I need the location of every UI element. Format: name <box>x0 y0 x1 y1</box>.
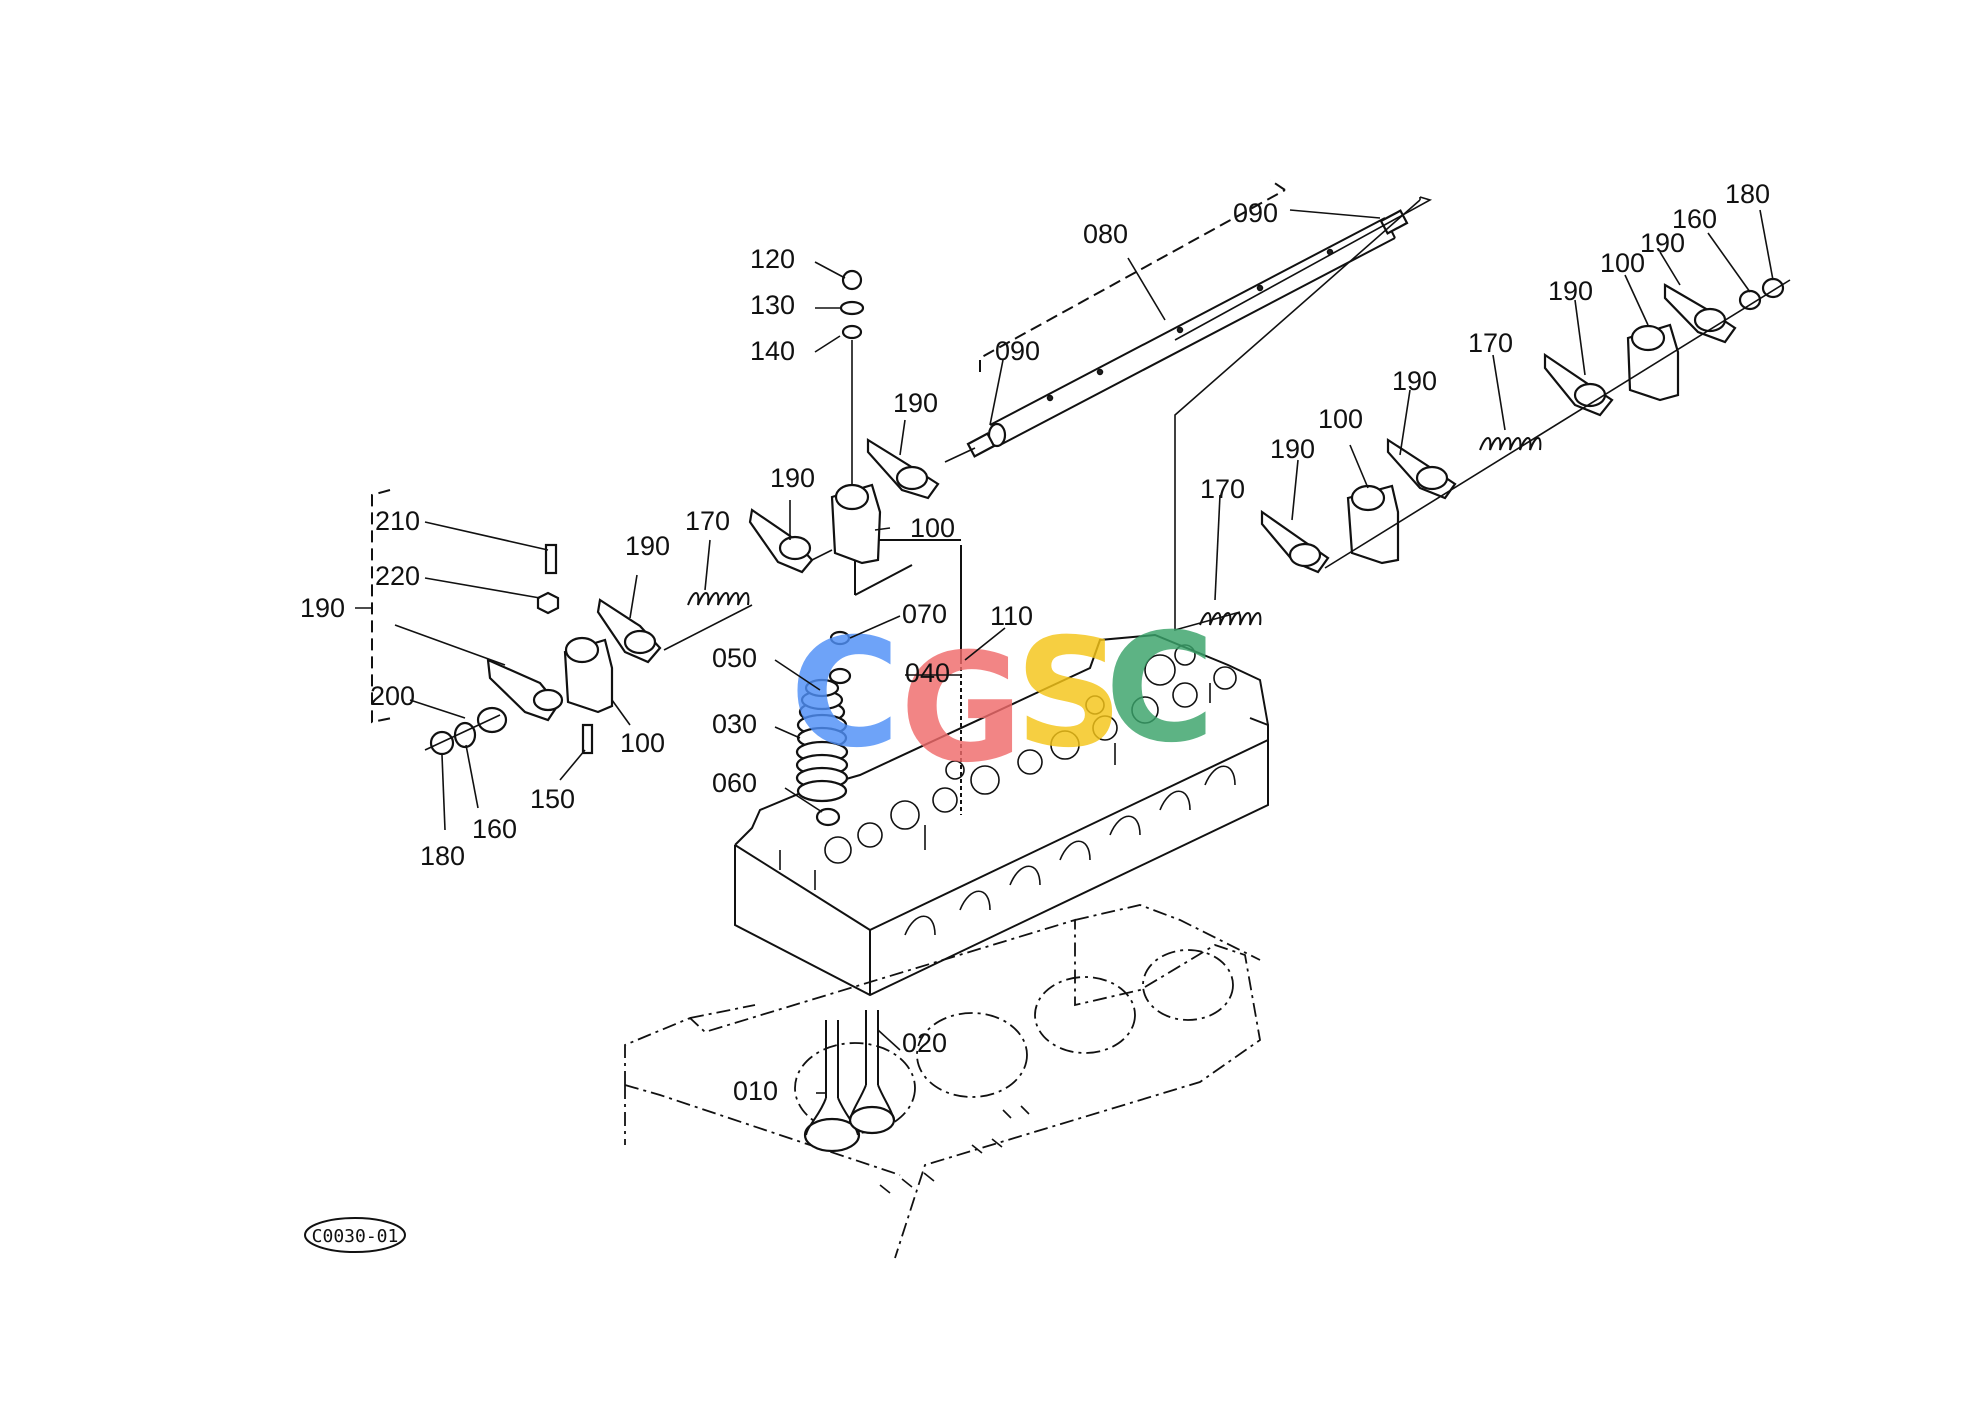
callout-100-top-right: 100 <box>1600 248 1645 278</box>
callout-010: 010 <box>733 1076 778 1106</box>
callout-190-a: 190 <box>625 531 670 561</box>
callout-080: 080 <box>1083 219 1128 249</box>
callout-120: 120 <box>750 244 795 274</box>
callout-210: 210 <box>375 506 420 536</box>
callouts: 010 020 030 040 050 060 070 080 090 090 … <box>300 179 1770 1106</box>
callout-170-left: 170 <box>685 506 730 536</box>
watermark-letter-2: G <box>900 622 1023 796</box>
callout-160-left: 160 <box>472 814 517 844</box>
callout-190-b: 190 <box>770 463 815 493</box>
callout-190-f: 190 <box>1548 276 1593 306</box>
figure-code-badge: C0030-01 <box>304 1217 406 1253</box>
cylinder-block <box>624 904 1261 1259</box>
watermark-logo: C G S C <box>790 602 1215 796</box>
callout-190-g: 190 <box>1640 228 1685 258</box>
callout-090-left: 090 <box>995 336 1040 366</box>
push-rod <box>854 539 962 815</box>
callout-100-mid-right: 100 <box>1318 404 1363 434</box>
callout-060: 060 <box>712 768 757 798</box>
figure-code: C0030-01 <box>312 1226 399 1247</box>
callout-100-upper: 100 <box>910 513 955 543</box>
watermark-letter-3: S <box>1015 607 1123 781</box>
callout-190-group: 190 <box>300 593 345 623</box>
callout-040: 040 <box>905 658 950 688</box>
callout-110: 110 <box>990 601 1033 631</box>
callout-170-right-low: 170 <box>1200 474 1245 504</box>
callout-180-right: 180 <box>1725 179 1770 209</box>
callout-150: 150 <box>530 784 575 814</box>
callout-140: 140 <box>750 336 795 366</box>
callout-200: 200 <box>370 681 415 711</box>
valves <box>803 1010 896 1153</box>
callout-180-left: 180 <box>420 841 465 871</box>
callout-220: 220 <box>375 561 420 591</box>
watermark-letter-4: C <box>1105 602 1215 776</box>
callout-050: 050 <box>712 643 757 673</box>
callout-190-c: 190 <box>893 388 938 418</box>
callout-190-d: 190 <box>1270 434 1315 464</box>
callout-090-top: 090 <box>1233 198 1278 228</box>
rocker-shaft <box>966 179 1433 632</box>
callout-020: 020 <box>902 1028 947 1058</box>
valve-spring-assembly <box>795 630 852 827</box>
watermark-letter-1: C <box>790 607 900 781</box>
callout-190-e: 190 <box>1392 366 1437 396</box>
cylinder-head <box>734 633 1269 997</box>
callout-130: 130 <box>750 290 795 320</box>
callout-160-right: 160 <box>1672 204 1717 234</box>
callout-030: 030 <box>712 709 757 739</box>
callout-100-lower: 100 <box>620 728 665 758</box>
callout-170-right-up: 170 <box>1468 328 1513 358</box>
leader-lines <box>355 209 1774 1094</box>
rocker-assembly-right <box>1199 277 1791 626</box>
callout-070: 070 <box>902 599 947 629</box>
rocker-assembly-left <box>371 269 976 756</box>
